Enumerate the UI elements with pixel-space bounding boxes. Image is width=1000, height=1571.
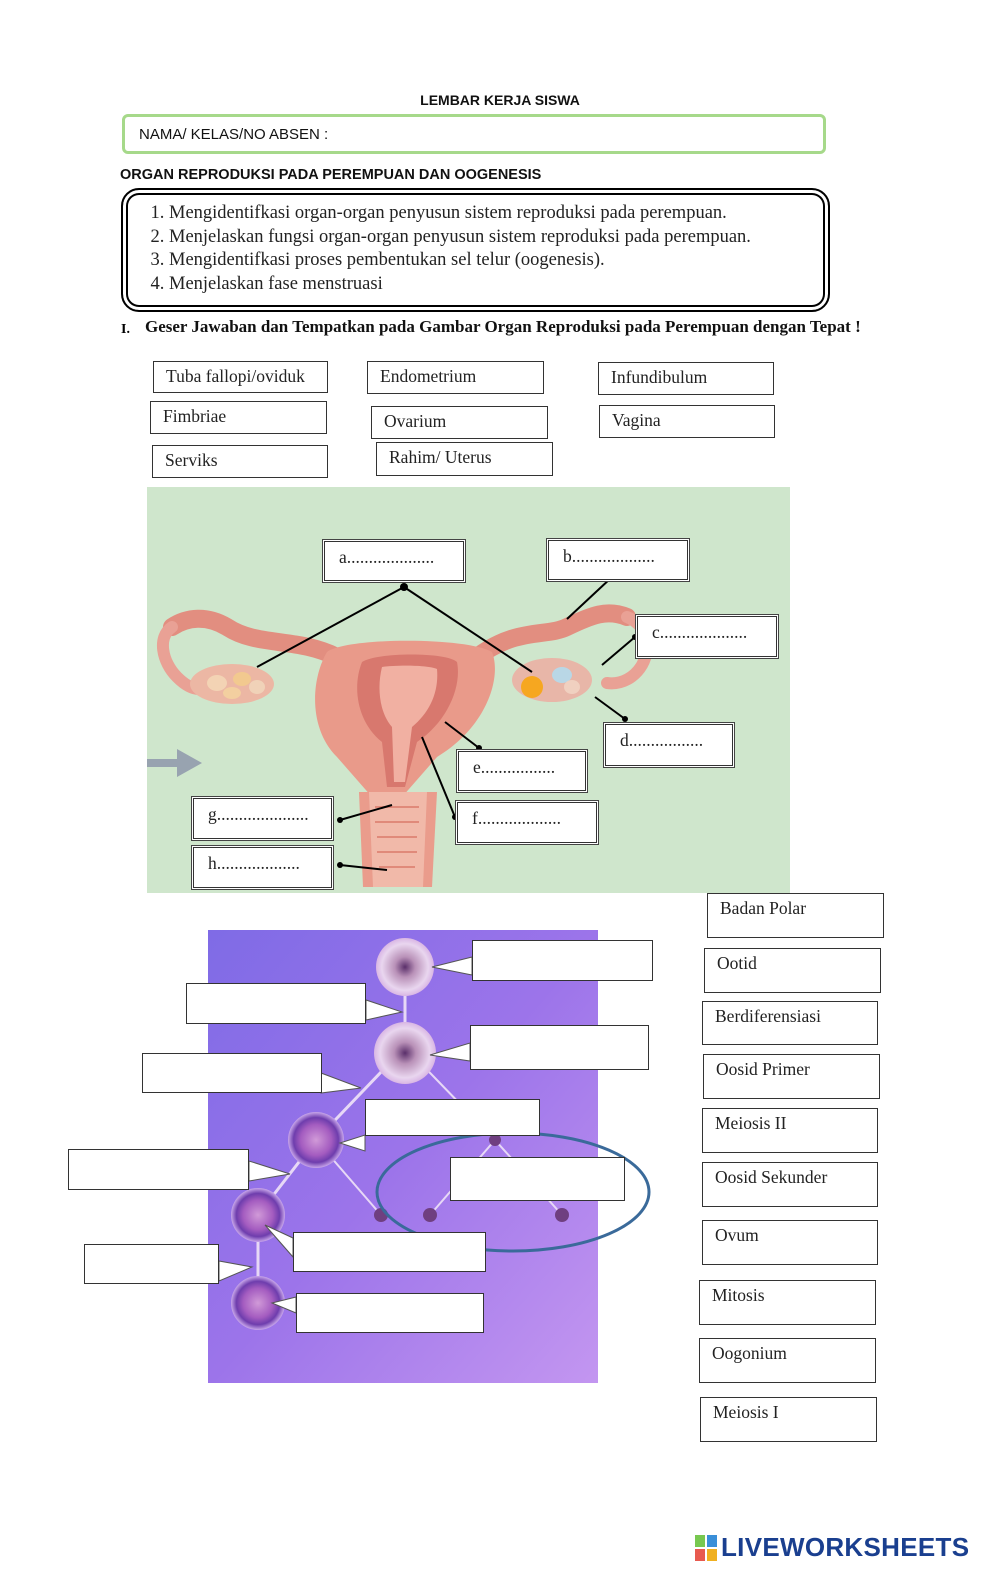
answer-tile-meiosis-ii[interactable]: Meiosis II — [702, 1108, 878, 1153]
objectives-list: Mengidentifkasi organ-organ penyusun sis… — [145, 202, 808, 296]
oogenesis-diagram — [0, 895, 1000, 1415]
diagram-label-h[interactable]: h................... — [193, 847, 332, 888]
objectives-box: Mengidentifkasi organ-organ penyusun sis… — [121, 188, 830, 312]
answer-tile-berdiferensiasi[interactable]: Berdiferensiasi — [702, 1001, 878, 1045]
objective-item: Menjelaskan fungsi organ-organ penyusun … — [169, 226, 808, 250]
reproductive-organ-diagram: a.................... b.................… — [147, 487, 790, 893]
diagram-label-d[interactable]: d................. — [605, 724, 733, 766]
answer-tile-vagina[interactable]: Vagina — [599, 405, 775, 438]
objective-item: Menjelaskan fase menstruasi — [169, 273, 808, 297]
oogenesis-drop-slot[interactable] — [365, 1099, 540, 1136]
diagram-label-f[interactable]: f................... — [457, 802, 597, 843]
objective-item: Mengidentifkasi organ-organ penyusun sis… — [169, 202, 808, 226]
answer-tile-ovarium[interactable]: Ovarium — [371, 406, 548, 439]
oogenesis-drop-slot[interactable] — [68, 1149, 249, 1190]
oogenesis-drop-slot[interactable] — [296, 1293, 484, 1333]
answer-tile-oosid-sekunder[interactable]: Oosid Sekunder — [702, 1162, 878, 1207]
answer-tile-fimbriae[interactable]: Fimbriae — [150, 401, 327, 434]
answer-tile-ootid[interactable]: Ootid — [704, 948, 881, 993]
oogenesis-drop-slot[interactable] — [142, 1053, 322, 1093]
oogenesis-drop-slot[interactable] — [293, 1232, 486, 1272]
answer-tile-infundibulum[interactable]: Infundibulum — [598, 362, 774, 395]
oogenesis-drop-slot[interactable] — [470, 1025, 649, 1070]
objective-item: Mengidentifkasi proses pembentukan sel t… — [169, 249, 808, 273]
name-field[interactable]: NAMA/ KELAS/NO ABSEN : — [122, 114, 826, 154]
diagram-label-a[interactable]: a.................... — [324, 541, 464, 581]
answer-tile-oogonium[interactable]: Oogonium — [699, 1338, 876, 1383]
instruction-number: I. — [121, 322, 130, 337]
name-field-label: NAMA/ KELAS/NO ABSEN : — [139, 126, 329, 143]
answer-tile-endometrium[interactable]: Endometrium — [367, 361, 544, 394]
oogenesis-drop-slot[interactable] — [472, 940, 653, 981]
section-title: ORGAN REPRODUKSI PADA PEREMPUAN DAN OOGE… — [120, 167, 542, 183]
liveworksheets-icon — [695, 1534, 717, 1561]
oogenesis-drop-slot[interactable] — [450, 1157, 625, 1201]
worksheet-title: LEMBAR KERJA SISWA — [420, 92, 580, 108]
diagram-label-c[interactable]: c.................... — [637, 616, 777, 657]
answer-tile-rahim-uterus[interactable]: Rahim/ Uterus — [376, 442, 553, 476]
diagram-label-b[interactable]: b................... — [548, 540, 688, 580]
oogenesis-drop-slot[interactable] — [186, 983, 366, 1024]
liveworksheets-brand: LIVEWORKSHEETS — [721, 1532, 970, 1562]
answer-tile-meiosis-i[interactable]: Meiosis I — [700, 1397, 877, 1442]
answer-tile-oosid-primer[interactable]: Oosid Primer — [703, 1054, 880, 1099]
instruction-text: Geser Jawaban dan Tempatkan pada Gambar … — [145, 317, 861, 336]
answer-tile-ovum[interactable]: Ovum — [702, 1220, 878, 1265]
diagram-label-g[interactable]: g..................... — [193, 798, 332, 839]
diagram-label-e[interactable]: e................. — [458, 751, 586, 791]
oogenesis-drop-slot[interactable] — [84, 1244, 219, 1284]
liveworksheets-logo: LIVEWORKSHEETS — [695, 1532, 969, 1563]
answer-tile-badan-polar[interactable]: Badan Polar — [707, 893, 884, 938]
answer-tile-tuba-fallopi[interactable]: Tuba fallopi/oviduk — [153, 361, 328, 393]
answer-tile-mitosis[interactable]: Mitosis — [699, 1280, 876, 1325]
answer-tile-serviks[interactable]: Serviks — [152, 445, 328, 478]
